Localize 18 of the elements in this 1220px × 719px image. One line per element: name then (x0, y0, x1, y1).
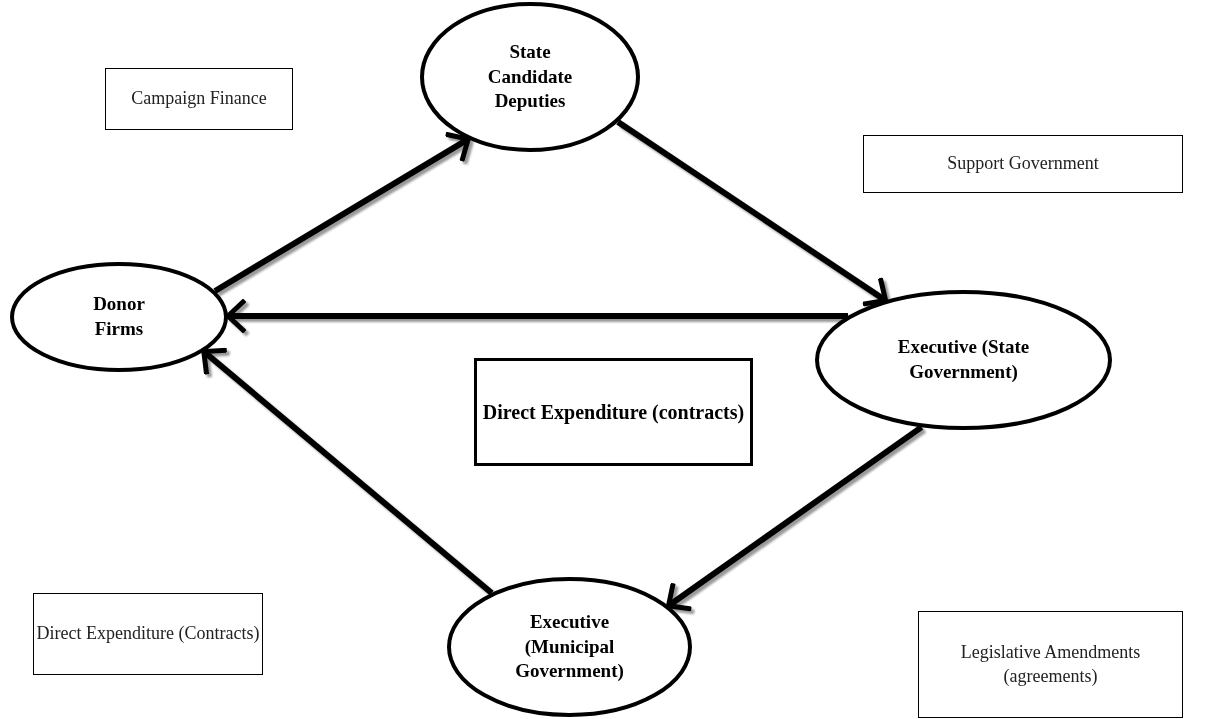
text-box (918, 611, 1183, 718)
box-label: Direct Expenditure (Contracts) (36, 622, 260, 646)
node-label: Donor Firms (92, 292, 146, 341)
box-label: Support Government (947, 152, 1099, 176)
text-box (33, 593, 263, 675)
box-label: Campaign Finance (131, 87, 267, 111)
arrow (213, 132, 471, 294)
node-label: Executive (Municipal Government) (514, 609, 625, 684)
node-label: Executive (State Government) (896, 335, 1031, 384)
text-box (863, 135, 1183, 193)
arrow (666, 424, 924, 612)
arrow (201, 348, 494, 596)
node-label: State Candidate Deputies (486, 39, 574, 114)
box-label: Direct Expenditure (contracts) (482, 400, 745, 425)
text-box (105, 68, 293, 130)
text-box (474, 358, 753, 466)
arrow (616, 119, 889, 307)
box-label: Legislative Amendments (agreements) (959, 641, 1142, 688)
